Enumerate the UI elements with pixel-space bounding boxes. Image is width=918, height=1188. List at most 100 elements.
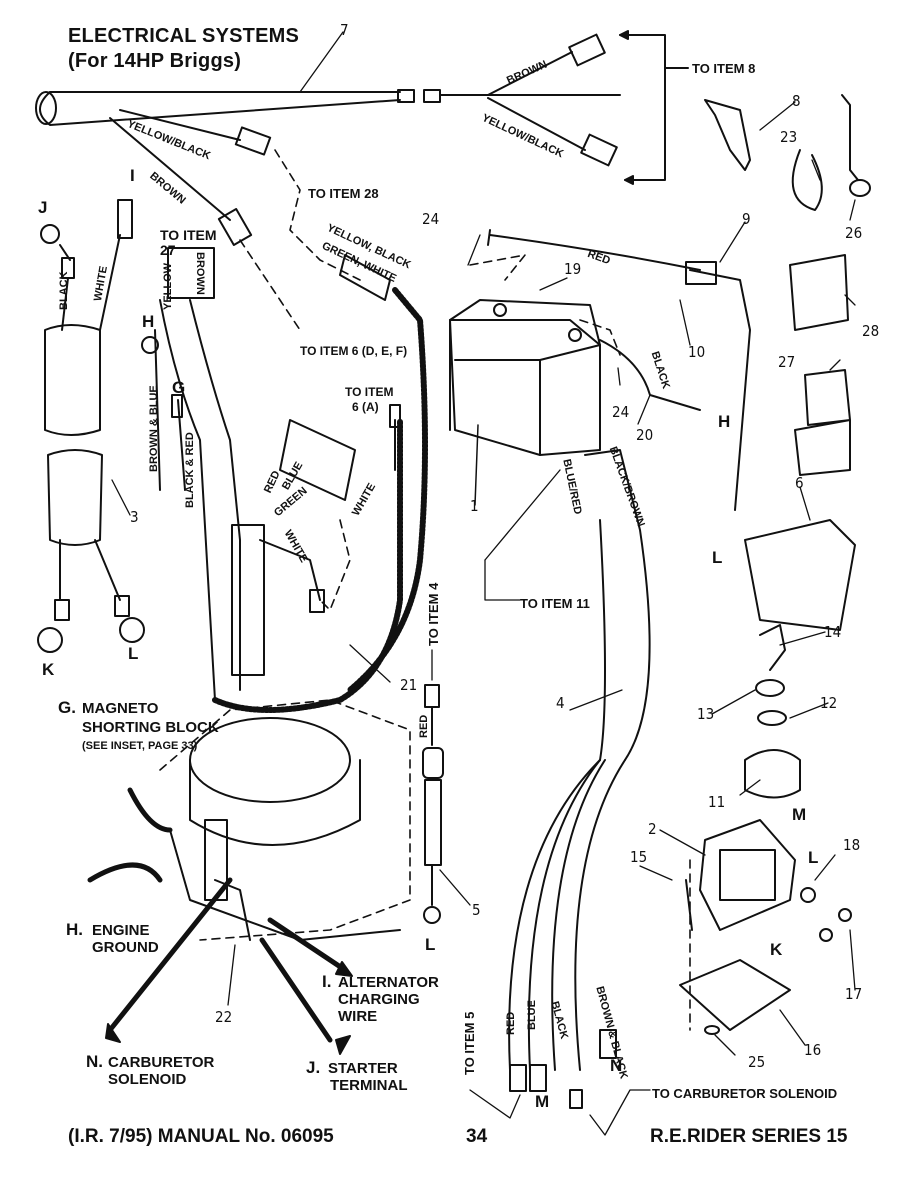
part-number-15: 15 bbox=[630, 848, 648, 866]
leader-lines bbox=[111, 31, 856, 1136]
letter-G-top: G bbox=[172, 378, 186, 397]
ground-cable-20 bbox=[599, 339, 701, 411]
letter-M-solenoid: M bbox=[792, 805, 807, 824]
part-number-24-lower: 24 bbox=[612, 403, 630, 421]
engine-label-i-line3: WIRE bbox=[338, 1008, 378, 1025]
engine-label-n-line2: SOLENOID bbox=[108, 1071, 187, 1088]
part-number-5: 5 bbox=[472, 901, 481, 919]
harness-item-21 bbox=[141, 247, 428, 713]
relay-item-28 bbox=[789, 254, 849, 331]
footer-series: R.E.RIDER SERIES 15 bbox=[650, 1126, 848, 1147]
part-number-17: 17 bbox=[845, 985, 863, 1003]
letter-L-fuse: L bbox=[425, 935, 436, 954]
part-number-10: 10 bbox=[688, 343, 706, 361]
letter-K-left: K bbox=[42, 660, 55, 679]
insulator-item-16 bbox=[679, 959, 791, 1031]
part-number-11: 11 bbox=[708, 793, 726, 811]
footer-page-number: 34 bbox=[466, 1126, 488, 1147]
red-cable bbox=[489, 234, 701, 271]
part-number-13: 13 bbox=[697, 705, 715, 723]
footer-manual-number: (I.R. 7/95) MANUAL No. 06095 bbox=[68, 1126, 334, 1147]
bracket-to-item-8 bbox=[619, 30, 689, 185]
cable-to-L bbox=[689, 269, 751, 511]
engine-label-g-letter: G. bbox=[58, 698, 76, 717]
engine-label-i-line2: CHARGING bbox=[338, 991, 420, 1008]
engine-label-n-line1: CARBURETOR bbox=[108, 1054, 215, 1071]
part-number-6: 6 bbox=[795, 474, 804, 492]
clip-item-23 bbox=[791, 149, 823, 211]
engine-label-g-line1: MAGNETO bbox=[82, 700, 159, 717]
wire-label-red-cable: RED bbox=[505, 1011, 517, 1035]
engine-label-i-line1: ALTERNATOR bbox=[338, 974, 439, 991]
letter-K-solenoid: K bbox=[770, 940, 783, 959]
part-number-27: 27 bbox=[778, 353, 796, 371]
callout-to-item-11: TO ITEM 11 bbox=[520, 596, 590, 611]
bracket-item-2 bbox=[699, 819, 796, 931]
part-number-23: 23 bbox=[780, 128, 798, 146]
engine-label-h-letter: H. bbox=[66, 920, 83, 939]
nut-item-13 bbox=[755, 679, 785, 697]
harness-item-7 bbox=[35, 33, 621, 246]
engine-label-j-line2: TERMINAL bbox=[330, 1077, 408, 1094]
engine-label-n-letter: N. bbox=[86, 1052, 103, 1071]
solenoid-M bbox=[719, 849, 776, 901]
part-number-7: 7 bbox=[340, 21, 349, 39]
page-title-line1: ELECTRICAL SYSTEMS bbox=[68, 25, 300, 47]
sleeve-item-3 bbox=[37, 199, 145, 653]
wire-label-blue-cable: BLUE bbox=[526, 1000, 538, 1030]
letter-J: J bbox=[38, 198, 48, 217]
part-number-2: 2 bbox=[648, 820, 657, 838]
part-number-16: 16 bbox=[804, 1041, 822, 1059]
part-number-26: 26 bbox=[845, 224, 863, 242]
part-number-20: 20 bbox=[636, 426, 654, 444]
engine-label-g-line2: SHORTING BLOCK bbox=[82, 719, 219, 736]
part-number-1: 1 bbox=[470, 497, 479, 515]
letter-H-right: H bbox=[718, 412, 731, 431]
solenoid-item-9-small bbox=[685, 261, 717, 285]
letter-N-cable: N bbox=[610, 1056, 623, 1075]
part-number-8: 8 bbox=[792, 92, 801, 110]
letter-I: I bbox=[130, 166, 135, 185]
callout-to-item-6def: TO ITEM 6 (D, E, F) bbox=[300, 344, 408, 358]
washer-item-25 bbox=[704, 1025, 720, 1035]
callout-to-item-28: TO ITEM 28 bbox=[308, 186, 379, 201]
cable-item-4 bbox=[508, 449, 651, 1109]
switch-item-6 bbox=[744, 519, 856, 631]
engine-drawing bbox=[169, 717, 401, 941]
callout-to-item-5: TO ITEM 5 bbox=[462, 1011, 477, 1075]
part-number-19: 19 bbox=[564, 260, 582, 278]
key-item-14 bbox=[759, 624, 786, 671]
engine-label-g-line3: (SEE INSET, PAGE 33) bbox=[82, 740, 198, 752]
part-number-9: 9 bbox=[742, 210, 751, 228]
engine-arrows bbox=[87, 787, 348, 1043]
part-number-4: 4 bbox=[556, 694, 565, 712]
part-number-12: 12 bbox=[820, 694, 838, 712]
wire-label-yellow: YELLOW bbox=[162, 262, 174, 310]
part-number-28: 28 bbox=[862, 322, 880, 340]
page-title-line2: (For 14HP Briggs) bbox=[68, 50, 242, 72]
engine-label-h-line2: GROUND bbox=[92, 939, 159, 956]
part-number-18: 18 bbox=[843, 836, 861, 854]
wire-label-black-red: BLACK & RED bbox=[184, 432, 196, 508]
engine-label-j-line1: STARTER bbox=[328, 1060, 398, 1077]
engine-label-h-line1: ENGINE bbox=[92, 922, 150, 939]
letter-L-left: L bbox=[128, 644, 139, 663]
letter-L-cable: L bbox=[712, 548, 723, 567]
wire-label-brown-27: BROWN bbox=[194, 252, 206, 295]
letter-H-top: H bbox=[142, 312, 155, 331]
bracket-item-8 bbox=[704, 99, 751, 171]
wire-label-black-j: BLACK bbox=[58, 271, 70, 311]
part-number-14: 14 bbox=[824, 623, 842, 641]
switch-item-27 bbox=[794, 369, 851, 476]
callout-to-item-8: TO ITEM 8 bbox=[692, 61, 756, 76]
fuse-item-5 bbox=[422, 684, 444, 924]
battery-item-1 bbox=[449, 299, 601, 506]
washer-item-12 bbox=[757, 710, 787, 726]
engine-label-j-letter: J. bbox=[306, 1058, 321, 1077]
wire-label-brown-blue: BROWN & BLUE bbox=[148, 385, 160, 472]
callout-to-item-27: TO ITEM 27 bbox=[160, 227, 217, 258]
part-number-22: 22 bbox=[215, 1008, 233, 1026]
letter-M-cable: M bbox=[535, 1092, 550, 1111]
switch-item-11 bbox=[744, 749, 801, 799]
